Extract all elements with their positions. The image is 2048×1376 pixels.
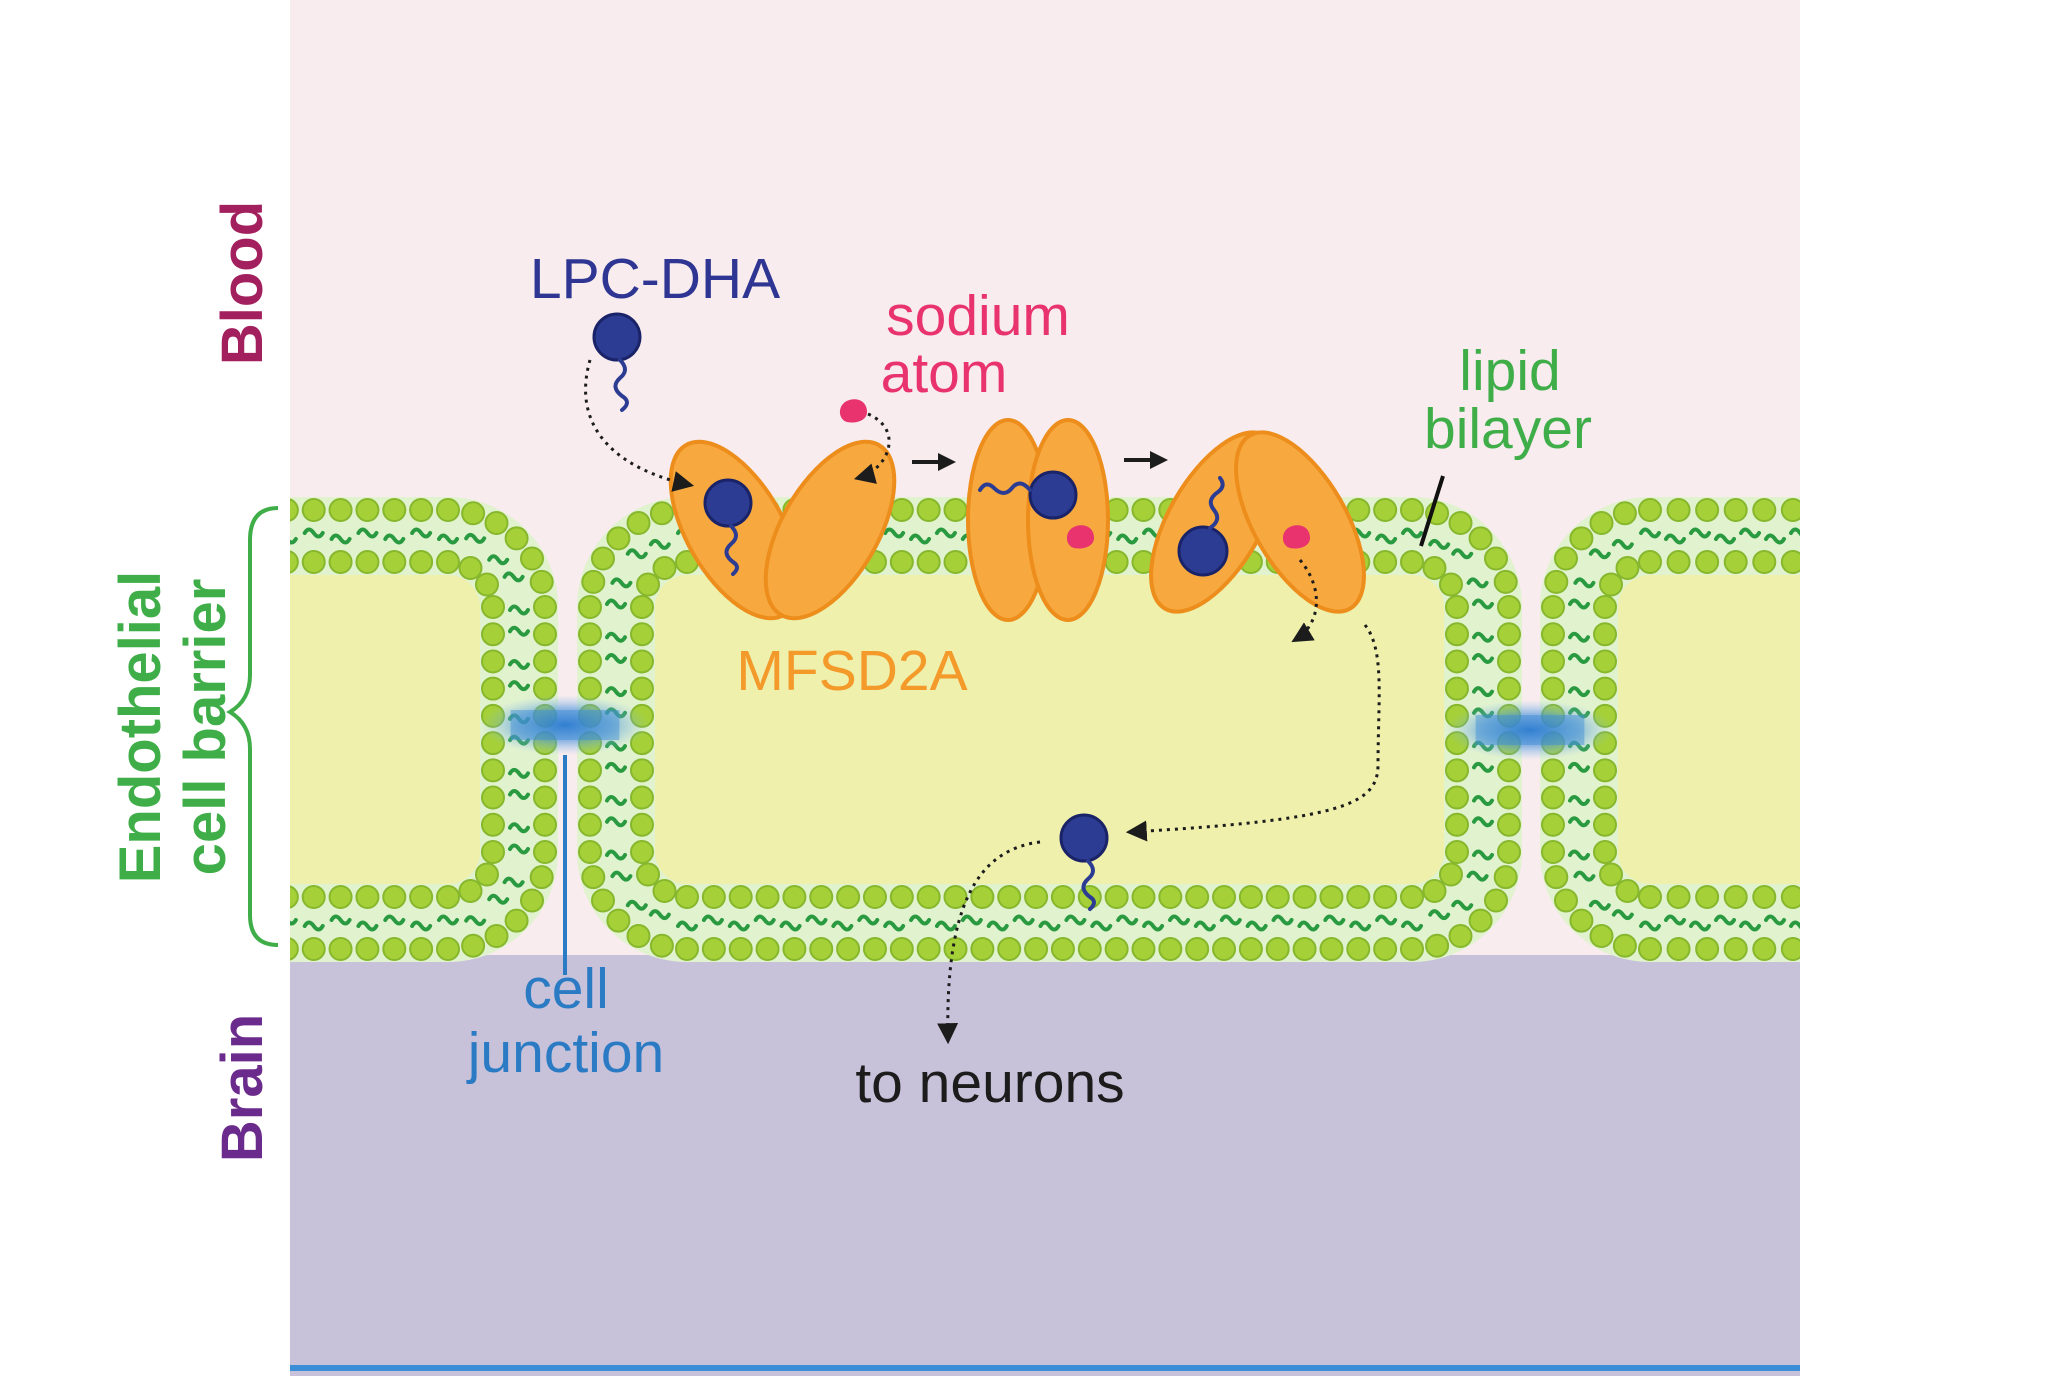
endothelial-label-line2: cell barrier [173,579,238,876]
endothelial-brace [226,506,279,947]
lpc-dha-molecule-bound [703,478,753,576]
junction-band [480,695,650,755]
lipid-heads [290,498,557,961]
lipid-heads [1541,498,1800,961]
blood-label: Blood [210,201,275,365]
to-neurons-label: to neurons [855,1051,1124,1115]
to-neurons-arrow [937,840,1041,1045]
junction-label-line1: cell [523,957,609,1021]
lpc-dha-molecule-flipped [1177,476,1229,577]
lpc-dha-molecule-blood [592,312,642,412]
mfsd2a-occluded [966,418,1110,622]
sodium-release-arrow [1291,559,1318,643]
junction-label-line2: junction [466,1021,664,1085]
sodium-label-line1: sodium [886,284,1070,348]
endothelial-cell [1540,497,1800,962]
brain-region [290,955,1800,1376]
lpc-release-arrow [1125,624,1381,842]
step-arrow-1 [912,453,956,471]
endothelial-cell [290,497,558,962]
lipid-tails [290,527,530,932]
lpc-entry-arrow [584,359,695,492]
bottom-edge-line [290,1365,1800,1371]
lpc-dha-label: LPC-DHA [530,247,780,311]
junction-band [1445,700,1615,760]
mfsd2a-label: MFSD2A [736,639,967,703]
sodium-atom-occluded [1066,525,1094,549]
sodium-atom-blood [839,399,867,423]
cell-junctions [480,695,1615,760]
lipid-pointer-line [1419,475,1445,547]
endothelial-label-line1: Endothelial [108,571,173,884]
sodium-atom-inside [1282,525,1310,549]
step-arrow-2 [1124,451,1168,469]
brain-label: Brain [210,1014,275,1162]
lpc-dha-molecule-cytoplasm [1059,813,1109,911]
lpc-dha-molecule-occluded [978,470,1078,520]
sodium-label-line2: atom [881,341,1008,405]
lipid-label-line1: lipid [1459,339,1560,403]
lipid-label-line2: bilayer [1424,397,1592,461]
endothelial-cells [290,497,1800,962]
